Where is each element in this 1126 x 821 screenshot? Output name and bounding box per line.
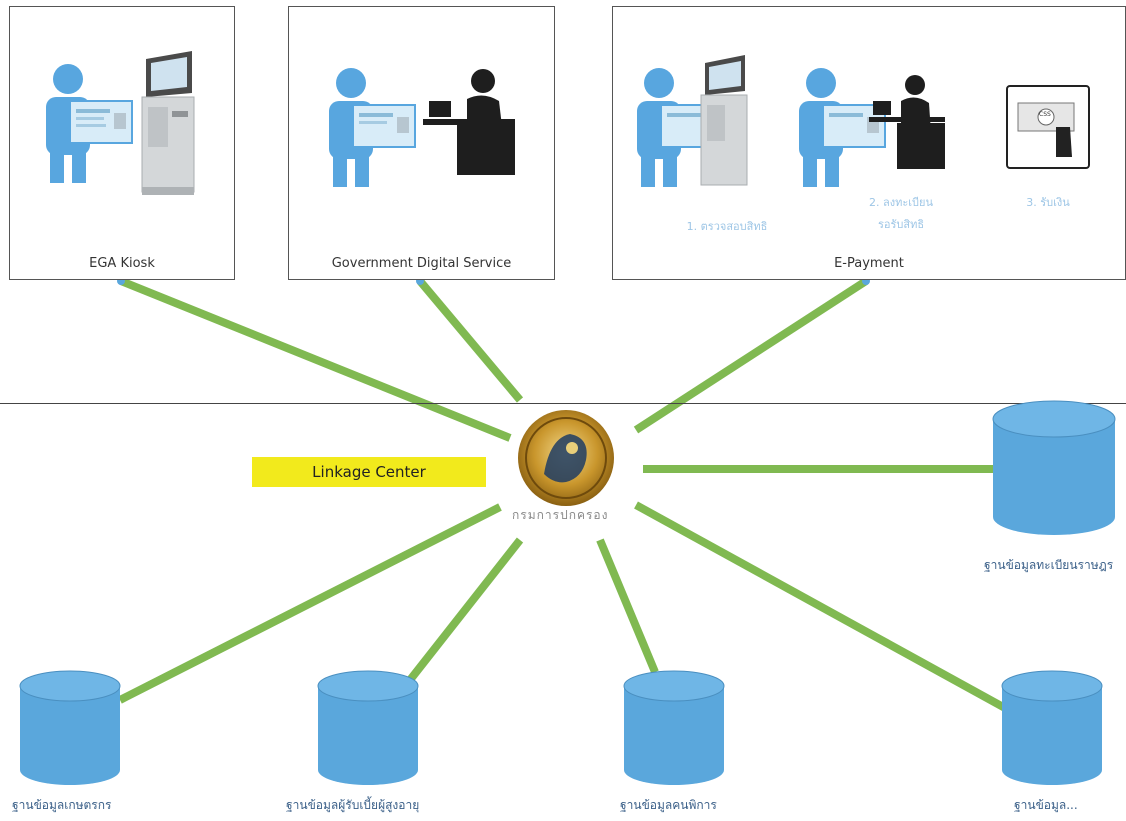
database-elderly-icon [317,670,419,785]
epayment-label: E-Payment [834,256,904,271]
department-seal-icon [518,410,614,506]
gds-label: Government Digital Service [331,256,512,271]
epayment-step-2: 2. ลงทะเบียน [869,196,933,209]
link-kiosk [119,277,512,442]
kiosk-panel: EGA Kiosk [9,6,235,280]
link-db-farmers [118,503,502,704]
link-db-other [634,501,1007,712]
kiosk-machine-icon [141,51,195,195]
cash-card-text: CSS [1039,111,1051,118]
database-registration-icon [992,400,1116,535]
cash-card-icon: CSS [1006,85,1090,169]
officer-at-desk-icon [423,69,515,175]
gds-panel: Government Digital Service [288,6,555,280]
kiosk-machine-icon [700,55,748,186]
database-other-label: ฐานข้อมูล... [1014,798,1078,812]
database-other-icon [1001,670,1103,785]
seal-caption: กรมการปกครอง [512,508,609,522]
person-with-card-icon [799,68,886,187]
database-registration-label: ฐานข้อมูลทะเบียนราษฎร [984,558,1114,572]
link-db-disabled [596,538,659,674]
linkage-center-label: Linkage Center [252,457,486,487]
database-disabled-icon [623,670,725,785]
database-disabled-label: ฐานข้อมูลคนพิการ [620,798,717,812]
person-with-card-icon [46,64,133,183]
link-db-elderly [406,537,524,683]
epayment-panel: CSS 1. ตรวจสอบสิทธิ 2. ลงทะเบียน รอรับสิ… [612,6,1126,280]
link-gds [416,278,524,403]
kiosk-label: EGA Kiosk [89,256,155,271]
epayment-step-3: 3. รับเงิน [1026,196,1070,209]
database-farmers-icon [19,670,121,785]
epayment-step-1: 1. ตรวจสอบสิทธิ [686,220,768,233]
officer-at-desk-icon [869,75,945,169]
section-divider [0,403,1126,404]
link-epayment [633,277,869,434]
database-elderly-label: ฐานข้อมูลผู้รับเบี้ยผู้สูงอายุ [286,798,420,812]
database-farmers-label: ฐานข้อมูลเกษตรกร [12,798,112,812]
epayment-step-2b: รอรับสิทธิ [877,218,925,231]
person-with-card-icon [329,68,416,187]
